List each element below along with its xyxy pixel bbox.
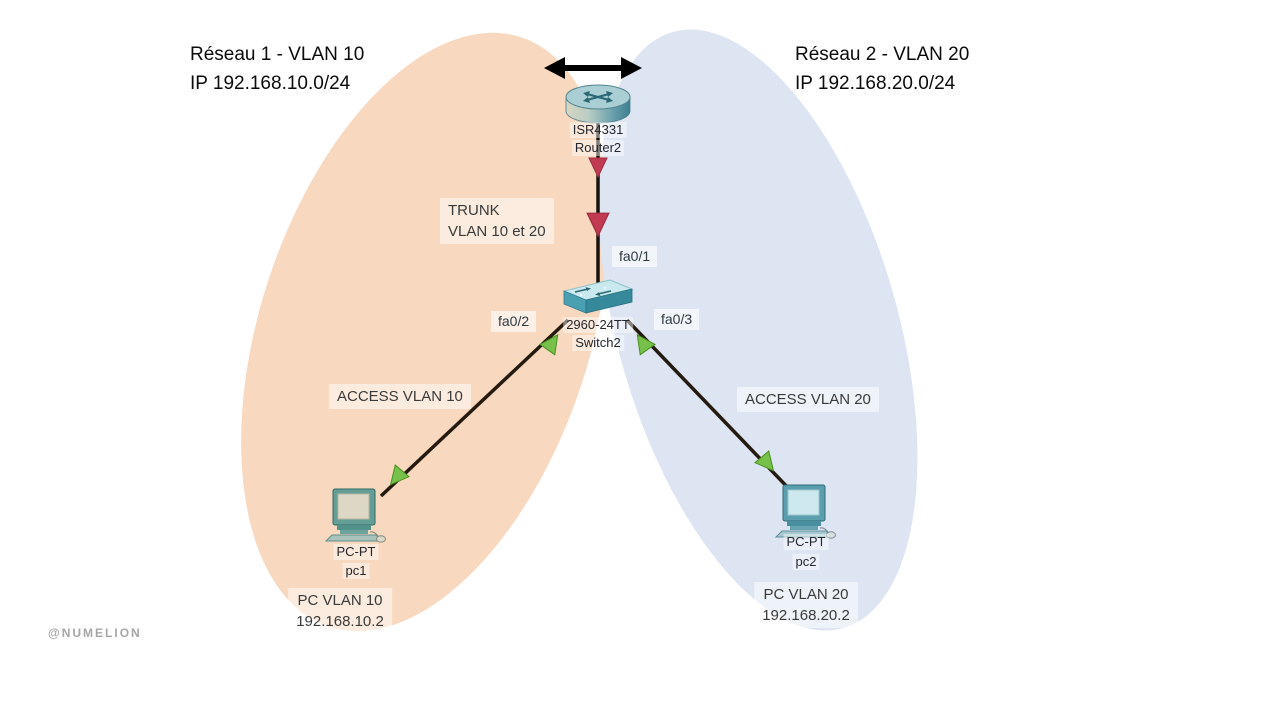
link-down-indicator-icon [586, 212, 610, 238]
network2-title-line1: Réseau 2 - VLAN 20 [795, 44, 970, 65]
network2-title: Réseau 2 - VLAN 20 IP 192.168.20.0/24 [795, 40, 969, 98]
switch-model-label: 2960-24TT [563, 317, 633, 333]
pc2-device[interactable] [774, 482, 838, 545]
pc1-device[interactable] [324, 486, 388, 549]
bidirectional-arrow-icon [544, 57, 642, 79]
access-vlan20-note: ACCESS VLAN 20 [737, 387, 879, 412]
link-up-indicator-icon [754, 450, 775, 472]
access-vlan10-note: ACCESS VLAN 10 [329, 384, 471, 409]
pc2-model-label: PC-PT [783, 534, 829, 550]
link-up-indicator-icon [636, 333, 656, 356]
pc2-note-line1: PC VLAN 20 [763, 586, 849, 603]
router-icon [565, 84, 631, 124]
network1-title-line2: IP 192.168.10.0/24 [190, 73, 351, 94]
pc-icon [324, 488, 386, 543]
link-up-indicator-icon [389, 464, 410, 486]
watermark: @NUMELION [48, 626, 142, 640]
network1-title: Réseau 1 - VLAN 10 IP 192.168.10.0/24 [190, 40, 364, 98]
trunk-note: TRUNK VLAN 10 et 20 [440, 198, 554, 244]
pc2-note-line2: 192.168.20.2 [762, 607, 850, 624]
link-up-indicator-icon [539, 333, 559, 356]
trunk-note-line2: VLAN 10 et 20 [448, 223, 546, 240]
pc2-name-label: pc2 [792, 554, 820, 570]
network2-title-line2: IP 192.168.20.0/24 [795, 73, 956, 94]
trunk-note-line1: TRUNK [448, 202, 500, 219]
switch-name-label: Switch2 [572, 335, 624, 351]
switch-device[interactable] [561, 276, 635, 323]
port-label-fa0-2: fa0/2 [491, 311, 537, 332]
pc-icon [774, 484, 836, 539]
pc2-address-note: PC VLAN 20 192.168.20.2 [754, 582, 858, 628]
pc1-note-line2: 192.168.10.2 [296, 613, 384, 630]
pc1-address-note: PC VLAN 10 192.168.10.2 [288, 588, 392, 634]
router-name-label: Router2 [571, 140, 625, 156]
port-label-fa0-1: fa0/1 [612, 246, 658, 267]
pc1-note-line1: PC VLAN 10 [297, 592, 383, 609]
pc1-name-label: pc1 [342, 563, 370, 579]
link-down-indicator-icon [588, 157, 608, 179]
router-model-label: ISR4331 [569, 122, 627, 138]
network1-title-line1: Réseau 1 - VLAN 10 [190, 44, 365, 65]
port-label-fa0-3: fa0/3 [654, 309, 700, 330]
switch-icon [562, 279, 634, 314]
pc1-model-label: PC-PT [333, 544, 379, 560]
router-device[interactable] [565, 82, 631, 133]
access-link-pc1[interactable] [379, 318, 570, 498]
